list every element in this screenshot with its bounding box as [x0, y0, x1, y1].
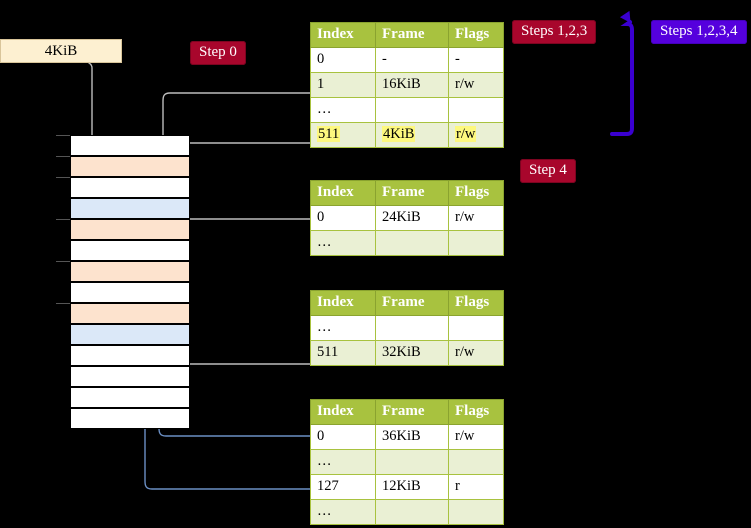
memory-frame-row [70, 177, 190, 198]
column-header-index: Index [310, 22, 376, 48]
memory-grid-tick [56, 135, 70, 136]
table-row[interactable]: … [310, 499, 504, 525]
cell-frame: 36KiB [375, 424, 449, 450]
table-row[interactable]: 511 4KiB r/w [310, 122, 504, 148]
memory-size-label-text: 4KiB [44, 42, 78, 59]
memory-frame-row [70, 219, 190, 240]
cell-flags [448, 97, 504, 123]
memory-grid-tick [56, 156, 70, 157]
memory-grid [70, 135, 190, 429]
cell-frame: 32KiB [375, 340, 449, 366]
column-header-flags: Flags [448, 22, 504, 48]
cell-index: … [310, 499, 376, 525]
cell-flags: r/w [448, 122, 504, 148]
cell-frame: 4KiB [375, 122, 449, 148]
cell-index: … [310, 230, 376, 256]
memory-grid-tick [56, 261, 70, 262]
cell-flags: r/w [448, 424, 504, 450]
cell-index: … [310, 449, 376, 475]
table-row[interactable]: 0-- [310, 47, 504, 73]
table-pd-row511-connector [172, 301, 311, 365]
cell-flags: - [448, 47, 504, 73]
cell-frame: 12KiB [375, 474, 449, 500]
column-header-frame: Frame [375, 180, 449, 206]
memory-frame-row [70, 387, 190, 408]
column-header-frame: Frame [375, 399, 449, 425]
memory-frame-row [70, 303, 190, 324]
memory-frame-row [70, 156, 190, 177]
cell-frame: 24KiB [375, 205, 449, 231]
cell-index: … [310, 315, 376, 341]
cell-flags: r [448, 474, 504, 500]
cell-index: … [310, 97, 376, 123]
step-badge-steps123: Steps 1,2,3 [512, 20, 597, 44]
memory-size-label: 4KiB [0, 39, 122, 63]
column-header-flags: Flags [448, 399, 504, 425]
cell-flags: r/w [448, 340, 504, 366]
memory-frame-row [70, 345, 190, 366]
cell-index: 511 [310, 340, 376, 366]
column-header-frame: Frame [375, 22, 449, 48]
step-badge-step0: Step 0 [190, 41, 246, 65]
memory-grid-tick [56, 177, 70, 178]
table-row[interactable]: … [310, 315, 504, 341]
cell-frame [375, 230, 449, 256]
column-header-index: Index [310, 399, 376, 425]
table-row[interactable]: … [310, 230, 504, 256]
cell-flags [448, 315, 504, 341]
table-pdpt-row0-connector [179, 218, 311, 256]
steps-violet-bracket [610, 10, 634, 136]
memory-frame-row [70, 198, 190, 219]
memory-frame-row [70, 282, 190, 303]
cell-flags [448, 230, 504, 256]
cell-frame: - [375, 47, 449, 73]
table-row[interactable]: … [310, 97, 504, 123]
cell-index: 0 [310, 424, 376, 450]
column-header-frame: Frame [375, 290, 449, 316]
cell-frame [375, 97, 449, 123]
cell-index: 1 [310, 72, 376, 98]
memory-frame-row [70, 324, 190, 345]
cell-flags: r/w [448, 205, 504, 231]
memory-frame-row [70, 135, 190, 156]
cell-flags [448, 499, 504, 525]
memory-frame-row [70, 366, 190, 387]
cell-frame [375, 499, 449, 525]
step-badge-step4: Step 4 [520, 159, 576, 183]
cell-index: 511 [310, 122, 376, 148]
highlighted-value: 511 [317, 126, 341, 142]
cell-index: 0 [310, 47, 376, 73]
cell-flags [448, 449, 504, 475]
cell-flags: r/w [448, 72, 504, 98]
highlighted-value: r/w [455, 126, 477, 142]
column-header-index: Index [310, 290, 376, 316]
cell-frame [375, 449, 449, 475]
memory-grid-tick [56, 303, 70, 304]
table-row[interactable]: … [310, 449, 504, 475]
memory-frame-row [70, 408, 190, 429]
memory-frame-row [70, 261, 190, 282]
cell-frame [375, 315, 449, 341]
cell-frame: 16KiB [375, 72, 449, 98]
cell-index: 127 [310, 474, 376, 500]
column-header-index: Index [310, 180, 376, 206]
memory-grid-tick [56, 219, 70, 220]
highlighted-value: 4KiB [382, 126, 416, 142]
cell-index: 0 [310, 205, 376, 231]
column-header-flags: Flags [448, 290, 504, 316]
column-header-flags: Flags [448, 180, 504, 206]
memory-frame-row [70, 240, 190, 261]
step-badge-steps1234: Steps 1,2,3,4 [651, 20, 747, 44]
